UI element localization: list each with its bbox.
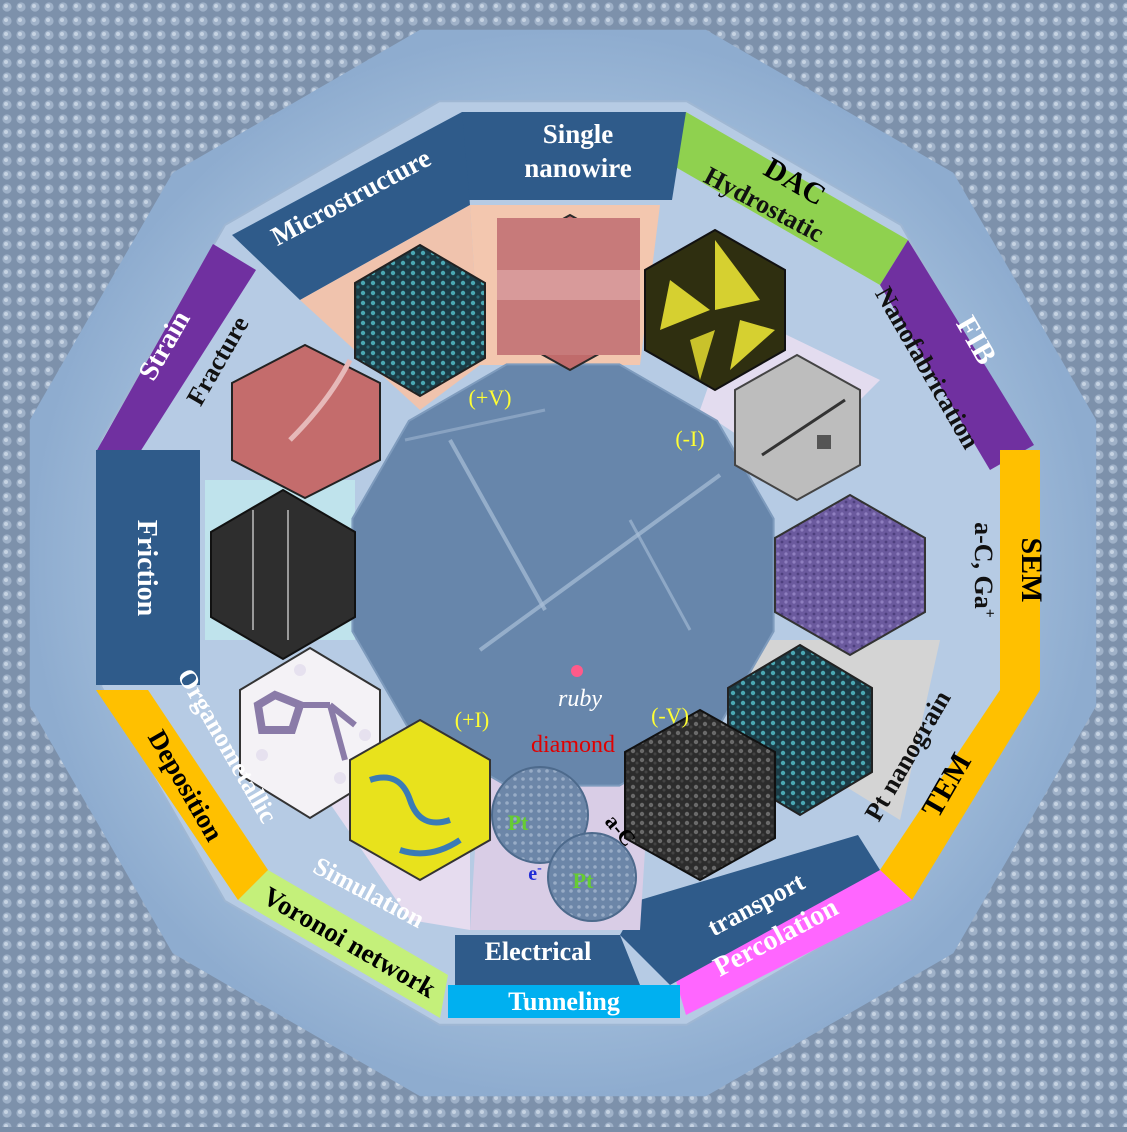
tem-band xyxy=(880,690,1040,900)
nanowire-strand xyxy=(497,270,640,300)
pt-top-label: Pt xyxy=(508,810,529,835)
dac-facet-3 xyxy=(730,320,775,370)
ga-charge-superscript: + xyxy=(981,609,998,618)
microstructure-image xyxy=(354,243,486,398)
voronoi-pattern xyxy=(369,774,462,857)
tunneling-band xyxy=(448,985,680,1018)
fib-band xyxy=(880,240,1034,470)
a-c-ga-image xyxy=(774,493,926,657)
pt-grain-top xyxy=(491,766,589,864)
center-wire-2 xyxy=(478,473,722,652)
voronoi-band xyxy=(238,870,448,1018)
strain-band xyxy=(96,244,256,452)
dac-facet-2 xyxy=(660,280,710,330)
center-wire-1 xyxy=(448,439,547,611)
tunneling-label: Tunneling xyxy=(508,987,620,1016)
center-panel xyxy=(351,363,775,787)
electron-label: e- xyxy=(528,861,542,885)
dac-band xyxy=(672,112,908,285)
fracture-crack xyxy=(288,358,353,442)
a-c-ga-label: a-C, Ga+ xyxy=(969,522,998,618)
percolation-band xyxy=(670,870,912,1015)
nanofabrication-image xyxy=(734,353,861,502)
microstructure-segment xyxy=(232,112,470,300)
pt-ac-tem-image xyxy=(624,708,776,882)
electron-text: e xyxy=(528,863,537,885)
friction-image xyxy=(210,488,356,661)
plus-v-label: (+V) xyxy=(469,385,512,410)
single-nanowire-label-line2: nanowire xyxy=(524,153,632,183)
center-wire-4 xyxy=(404,408,546,442)
ruby-label: ruby xyxy=(558,686,602,712)
diamond-label: diamond xyxy=(531,732,615,758)
dac-facet-1 xyxy=(715,240,760,310)
electron-charge-superscript: - xyxy=(537,861,542,876)
plus-i-label: (+I) xyxy=(455,707,489,732)
dac-facet-4 xyxy=(690,330,715,380)
ruby-dot xyxy=(571,665,583,677)
electrical-label: Electrical xyxy=(485,937,592,966)
molecule-model xyxy=(253,664,371,784)
electrical-segment xyxy=(455,935,640,985)
minus-v-label: (-V) xyxy=(651,703,689,728)
deposition-band xyxy=(96,690,268,900)
friction-segment xyxy=(96,450,200,685)
single-nanowire-segment xyxy=(460,112,686,200)
sem-label: SEM xyxy=(1015,537,1048,602)
sem-band xyxy=(1000,450,1040,690)
pt-bottom-label: Pt xyxy=(573,868,594,893)
friction-label: Friction xyxy=(131,520,162,617)
single-nanowire-label-line1: Single xyxy=(543,119,614,149)
minus-i-label: (-I) xyxy=(675,426,704,451)
fib-pad xyxy=(817,435,831,449)
fib-cut-line xyxy=(761,398,846,457)
center-wire-3 xyxy=(628,519,692,631)
transport-segment xyxy=(620,835,880,985)
a-c-ga-text: a-C, Ga xyxy=(969,522,998,609)
pt-grain-bottom xyxy=(547,832,637,922)
